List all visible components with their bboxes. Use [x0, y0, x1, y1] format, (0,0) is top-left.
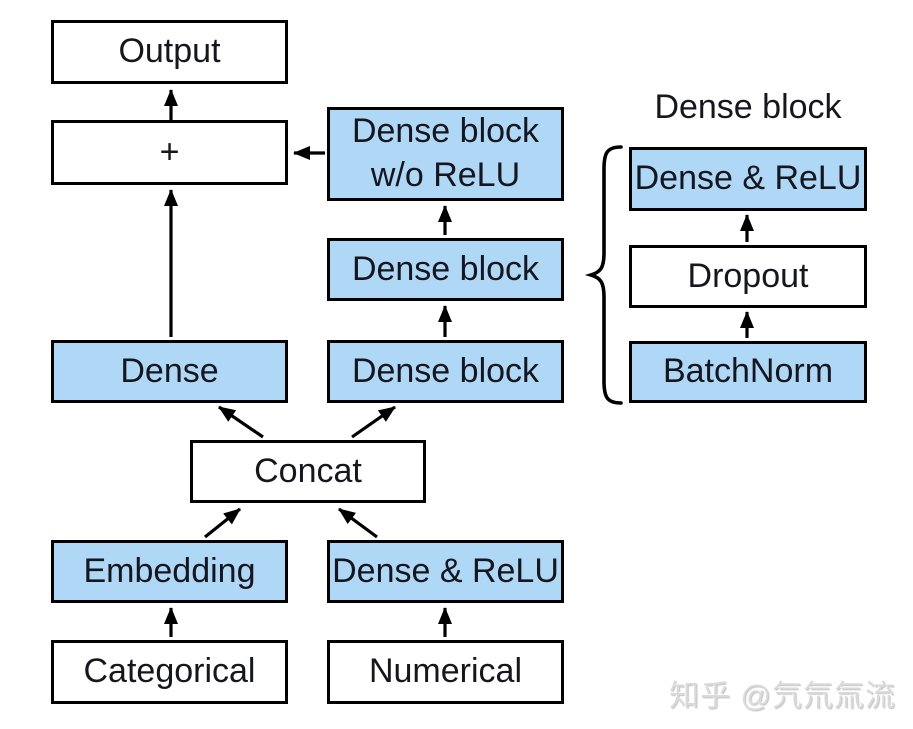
node-categorical: Categorical — [51, 640, 288, 704]
node-dense-block-wo-relu: Dense block w/o ReLU — [327, 107, 564, 201]
arrow-denserelu-to-concat — [338, 507, 378, 539]
node-dense-relu-input: Dense & ReLU — [327, 540, 564, 603]
node-output: Output — [51, 20, 288, 84]
node-concat: Concat — [190, 440, 426, 503]
node-embedding: Embedding — [51, 540, 288, 603]
legend-node-dense-relu: Dense & ReLU — [629, 147, 867, 211]
node-numerical: Numerical — [327, 640, 564, 704]
node-dense-block-upper: Dense block — [327, 238, 564, 301]
arrow-embedding-to-concat — [204, 507, 241, 539]
node-plus: + — [51, 120, 288, 185]
node-dense: Dense — [51, 340, 288, 403]
arrow-concat-to-dense — [218, 405, 264, 439]
legend-brace — [584, 145, 623, 405]
legend-node-batchnorm: BatchNorm — [629, 341, 867, 403]
legend-title: Dense block — [654, 88, 842, 126]
arrow-concat-to-denseblock — [351, 405, 396, 439]
node-dense-block-lower: Dense block — [327, 340, 564, 403]
legend-node-dropout: Dropout — [629, 245, 867, 308]
watermark-text: 知乎 @氕氘氚流 — [669, 680, 896, 713]
